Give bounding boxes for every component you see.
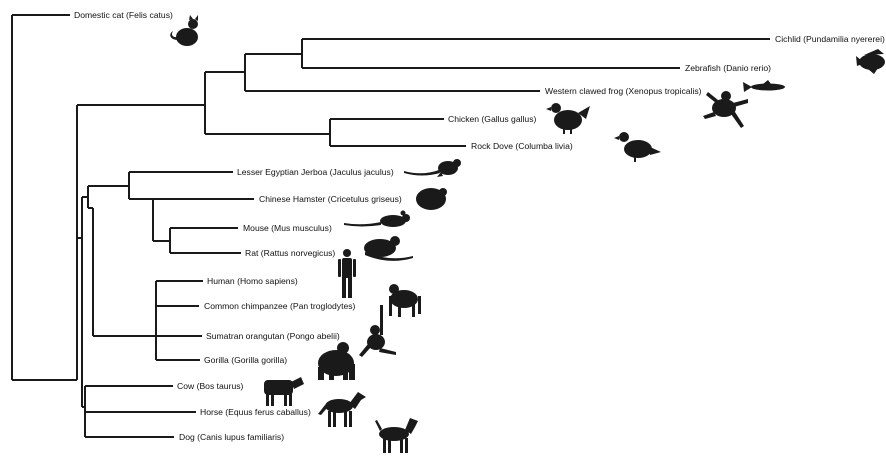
- horse-silhouette-icon: [318, 392, 366, 427]
- label-zebrafish: Zebrafish (Danio rerio): [685, 63, 771, 73]
- cat-silhouette-icon: [170, 15, 198, 46]
- label-cichlid: Cichlid (Pundamilia nyererei): [775, 34, 885, 44]
- label-hamster: Chinese Hamster (Cricetulus griseus): [259, 194, 402, 204]
- zebrafish-silhouette-icon: [743, 80, 785, 92]
- human-silhouette-icon: [338, 249, 356, 298]
- gorilla-silhouette-icon: [318, 342, 355, 380]
- label-gorilla: Gorilla (Gorilla gorilla): [204, 355, 287, 365]
- label-dove: Rock Dove (Columba livia): [471, 141, 573, 151]
- cichlid-fish-silhouette-icon: [856, 49, 885, 74]
- label-rat: Rat (Rattus norvegicus): [245, 248, 335, 258]
- taxon-labels: Domestic cat (Felis catus) Cichlid (Pund…: [74, 10, 885, 442]
- chicken-silhouette-icon: [546, 103, 590, 134]
- mouse-silhouette-icon: [344, 211, 410, 228]
- chimpanzee-silhouette-icon: [389, 284, 421, 317]
- rat-silhouette-icon: [364, 236, 413, 261]
- dove-silhouette-icon: [614, 132, 661, 162]
- silhouettes: [170, 15, 885, 453]
- frog-silhouette-icon: [703, 91, 748, 128]
- label-jerboa: Lesser Egyptian Jerboa (Jaculus jaculus): [237, 167, 394, 177]
- label-cow: Cow (Bos taurus): [177, 381, 244, 391]
- dog-silhouette-icon: [375, 418, 418, 453]
- label-chicken: Chicken (Gallus gallus): [448, 114, 536, 124]
- label-orangutan: Sumatran orangutan (Pongo abelii): [206, 331, 340, 341]
- label-human: Human (Homo sapiens): [207, 276, 298, 286]
- label-dog: Dog (Canis lupus familiaris): [179, 432, 284, 442]
- label-horse: Horse (Equus ferus caballus): [200, 407, 311, 417]
- label-frog: Western clawed frog (Xenopus tropicalis): [545, 86, 702, 96]
- jerboa-silhouette-icon: [404, 159, 461, 177]
- label-mouse: Mouse (Mus musculus): [243, 223, 332, 233]
- label-chimpanzee: Common chimpanzee (Pan troglodytes): [204, 301, 356, 311]
- hamster-silhouette-icon: [416, 188, 447, 210]
- cow-silhouette-icon: [264, 377, 304, 406]
- label-cat: Domestic cat (Felis catus): [74, 10, 173, 20]
